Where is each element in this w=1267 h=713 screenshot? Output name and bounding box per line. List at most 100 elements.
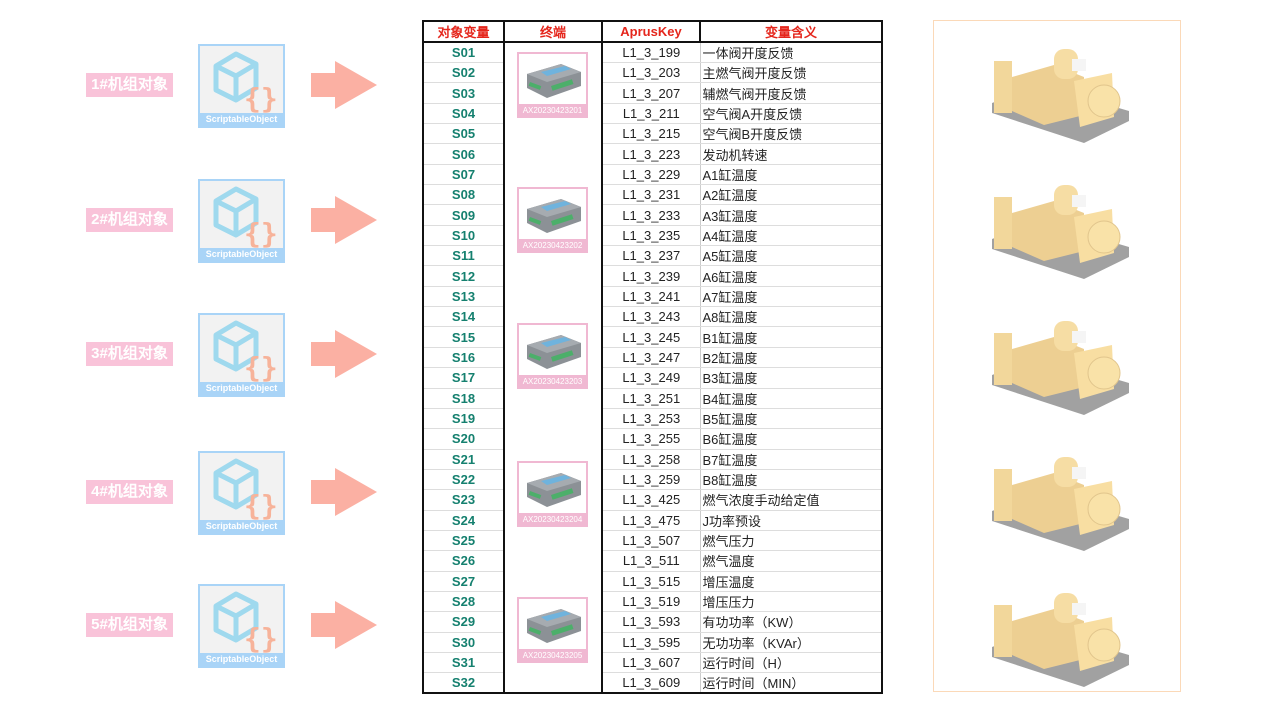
apruskey: L1_3_229 xyxy=(602,164,701,186)
table-row: S01 L1_3_199 一体阀开度反馈 xyxy=(423,42,882,63)
apruskey: L1_3_593 xyxy=(602,611,701,633)
unit-label: 2#机组对象 xyxy=(86,208,173,232)
table-row: S27 L1_3_515 增压温度 xyxy=(423,571,882,592)
table-row: S06 L1_3_223 发动机转速 xyxy=(423,143,882,165)
table-row: S32 L1_3_609 运行时间（MIN） xyxy=(423,672,882,694)
apruskey: L1_3_519 xyxy=(602,591,701,613)
table-row: S28 L1_3_519 增压压力 xyxy=(423,591,882,613)
table-row: S05 L1_3_215 空气阀B开度反馈 xyxy=(423,123,882,145)
variable-meaning: B3缸温度 xyxy=(700,367,882,389)
terminal-device: AX20230423201 xyxy=(517,52,588,118)
apruskey: L1_3_595 xyxy=(602,632,701,653)
terminal-cell xyxy=(504,306,603,327)
object-variable: S03 xyxy=(423,82,505,104)
scriptable-object-caption: ScriptableObject xyxy=(200,382,283,395)
scriptable-object-icon: {}ScriptableObject xyxy=(198,44,285,128)
arrow-right-icon xyxy=(311,196,377,244)
apruskey: L1_3_425 xyxy=(602,489,701,511)
svg-text:{}: {} xyxy=(244,622,276,654)
object-variable: S14 xyxy=(423,306,505,328)
svg-text:{}: {} xyxy=(244,351,276,383)
apruskey: L1_3_239 xyxy=(602,265,701,287)
variable-meaning: 运行时间（H） xyxy=(700,652,882,674)
scriptable-object-caption: ScriptableObject xyxy=(200,113,283,126)
object-variable: S10 xyxy=(423,225,505,247)
object-variable: S20 xyxy=(423,428,505,450)
table-row: S15 L1_3_245 B1缸温度 xyxy=(423,326,882,348)
terminal-cell xyxy=(504,408,603,429)
apruskey: L1_3_609 xyxy=(602,672,701,694)
terminal-cell xyxy=(504,143,603,165)
table-row: S21 L1_3_258 B7缸温度 xyxy=(423,449,882,470)
object-variable: S25 xyxy=(423,530,505,552)
table-row: S09 L1_3_233 A3缸温度 xyxy=(423,204,882,226)
variable-meaning: 增压压力 xyxy=(700,591,882,613)
unit-label: 5#机组对象 xyxy=(86,613,173,637)
table-row: S11 L1_3_237 A5缸温度 xyxy=(423,245,882,267)
object-variable: S16 xyxy=(423,347,505,369)
arrow-right-icon xyxy=(311,61,377,109)
table-row: S30 L1_3_595 无功功率（KVAr） xyxy=(423,632,882,653)
variable-meaning: B5缸温度 xyxy=(700,408,882,430)
object-variable: S17 xyxy=(423,367,505,389)
variable-meaning: B7缸温度 xyxy=(700,449,882,470)
apruskey: L1_3_259 xyxy=(602,469,701,491)
object-variable: S05 xyxy=(423,123,505,145)
variable-meaning: A5缸温度 xyxy=(700,245,882,267)
generator-image xyxy=(984,445,1134,555)
terminal-cell xyxy=(504,530,603,551)
apruskey: L1_3_203 xyxy=(602,62,701,84)
table-row: S18 L1_3_251 B4缸温度 xyxy=(423,388,882,409)
apruskey: L1_3_215 xyxy=(602,123,701,145)
variable-meaning: 主燃气阀开度反馈 xyxy=(700,62,882,84)
variable-meaning: 一体阀开度反馈 xyxy=(700,42,882,63)
object-variable: S15 xyxy=(423,326,505,348)
terminal-id: AX20230423204 xyxy=(517,513,588,527)
object-variable: S24 xyxy=(423,510,505,531)
variable-meaning: 燃气温度 xyxy=(700,550,882,572)
apruskey: L1_3_507 xyxy=(602,530,701,552)
variable-meaning: A7缸温度 xyxy=(700,286,882,308)
terminal-cell xyxy=(504,571,603,592)
table-row: S13 L1_3_241 A7缸温度 xyxy=(423,286,882,308)
variable-meaning: B8缸温度 xyxy=(700,469,882,491)
variable-meaning: 燃气浓度手动给定值 xyxy=(700,489,882,511)
variable-meaning: A1缸温度 xyxy=(700,164,882,186)
apruskey: L1_3_207 xyxy=(602,82,701,104)
scriptable-object-icon: {}ScriptableObject xyxy=(198,584,285,668)
apruskey: L1_3_249 xyxy=(602,367,701,389)
variable-meaning: A3缸温度 xyxy=(700,204,882,226)
table-row: S22 L1_3_259 B8缸温度 xyxy=(423,469,882,491)
unit-label: 3#机组对象 xyxy=(86,342,173,366)
table-row: S04 L1_3_211 空气阀A开度反馈 xyxy=(423,103,882,125)
terminal-id: AX20230423202 xyxy=(517,239,588,253)
apruskey: L1_3_475 xyxy=(602,510,701,531)
variable-meaning: A4缸温度 xyxy=(700,225,882,247)
apruskey: L1_3_223 xyxy=(602,143,701,165)
unit-label: 4#机组对象 xyxy=(86,480,173,504)
terminal-cell xyxy=(504,123,603,144)
variable-meaning: B4缸温度 xyxy=(700,388,882,409)
object-variable: S29 xyxy=(423,611,505,633)
table-row: S31 L1_3_607 运行时间（H） xyxy=(423,652,882,674)
object-variable: S04 xyxy=(423,103,505,125)
table-row: S07 L1_3_229 A1缸温度 xyxy=(423,164,882,186)
variable-meaning: B1缸温度 xyxy=(700,326,882,348)
variable-meaning: A8缸温度 xyxy=(700,306,882,328)
terminal-device: AX20230423205 xyxy=(517,597,588,663)
object-variable: S22 xyxy=(423,469,505,491)
table-row: S23 L1_3_425 燃气浓度手动给定值 xyxy=(423,489,882,511)
object-variable: S30 xyxy=(423,632,505,653)
variable-meaning: 有功功率（KW） xyxy=(700,611,882,633)
apruskey: L1_3_253 xyxy=(602,408,701,430)
apruskey: L1_3_231 xyxy=(602,184,701,206)
table-row: S03 L1_3_207 辅燃气阀开度反馈 xyxy=(423,82,882,104)
variable-meaning: 无功功率（KVAr） xyxy=(700,632,882,653)
header-apruskey: AprusKey xyxy=(602,21,701,43)
variable-meaning: 燃气压力 xyxy=(700,530,882,552)
arrow-right-icon xyxy=(311,330,377,378)
scriptable-object-caption: ScriptableObject xyxy=(200,520,283,533)
object-variable: S19 xyxy=(423,408,505,430)
object-variable: S02 xyxy=(423,62,505,84)
variable-meaning: 发动机转速 xyxy=(700,143,882,165)
